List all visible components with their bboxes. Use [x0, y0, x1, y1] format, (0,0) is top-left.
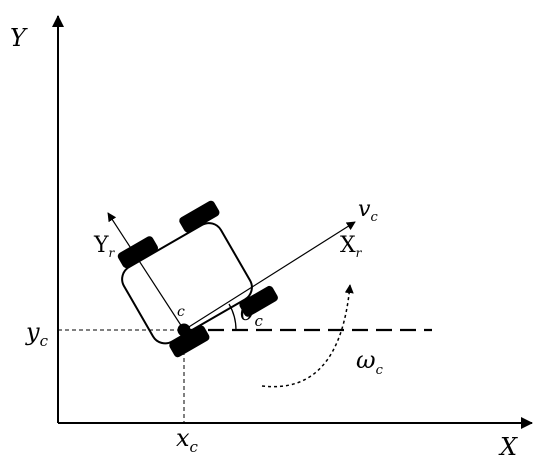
y-axis-label: Y: [10, 24, 28, 52]
wheel-front-right: [239, 285, 278, 317]
robot: [117, 200, 278, 358]
robot-body: [121, 222, 253, 345]
heading-angle-label: θc: [240, 298, 263, 330]
center-point: [177, 323, 191, 337]
body-x-axis: [183, 221, 356, 331]
wheel-rear-right: [169, 325, 210, 358]
y-projection-label: yc: [25, 318, 49, 350]
body-y-axis-label: Yr: [93, 233, 116, 260]
body-y-axis: [107, 212, 185, 331]
x-projection-label: xc: [176, 424, 199, 456]
angular-velocity-label: ωc: [356, 346, 384, 378]
wheel-rear-left: [117, 236, 158, 269]
angular-velocity-arc: [261, 284, 354, 388]
wheel-front-left: [179, 200, 220, 233]
heading-angle-arc: [228, 303, 237, 331]
center-label: c: [177, 304, 185, 320]
velocity-label: vc: [358, 197, 378, 225]
body-x-axis-label: Xr: [340, 233, 363, 260]
x-axis-label: X: [498, 433, 518, 461]
